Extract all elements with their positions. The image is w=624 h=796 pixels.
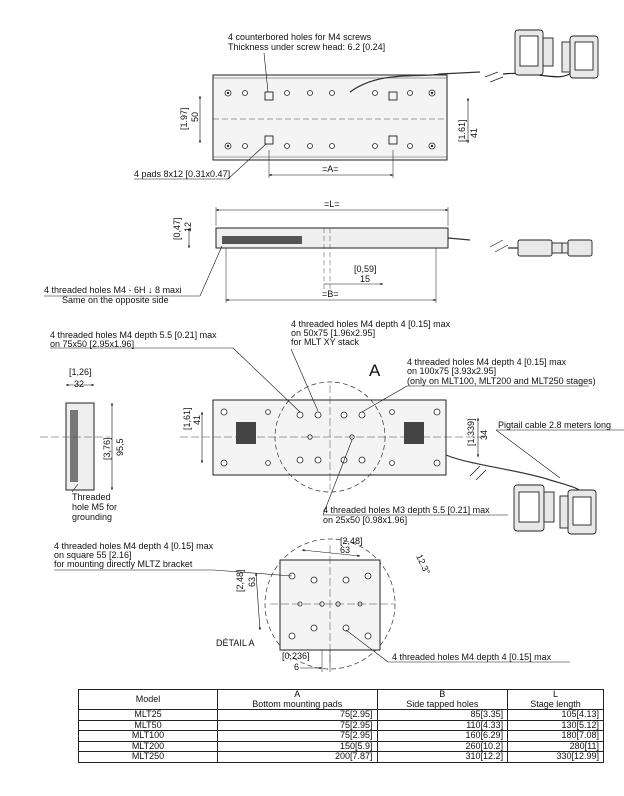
technical-drawing: 4 counterbored holes for M4 screws Thick… [40, 29, 624, 672]
cell-model: MLT100 [78, 730, 218, 742]
end-view: [1,26] 32 [3,76] 95,5 Threaded hole M5 f… [40, 367, 125, 522]
cell-a: 75[2.95] [217, 719, 378, 731]
cell-a: 75[2.95] [217, 730, 378, 742]
dim-15-inch: [0,59] [354, 264, 377, 274]
note-50x75-1: 4 threaded holes M4 depth 4 [0.15] max [291, 319, 451, 329]
dim-a: =A= [322, 164, 339, 174]
side-threaded-note-1: 4 threaded holes M4 - 6H ↓ 8 maxi [44, 285, 182, 295]
pigtail-note: Pigtail cable 2.8 meters long [498, 420, 611, 430]
dim-l: =L= [324, 199, 340, 209]
note-100x75-2: on 100x75 [3.93x2.95] [407, 366, 496, 376]
connector-side [489, 239, 593, 257]
hole-pattern-top [224, 89, 436, 150]
plan-dim-34-inch: [1,339] [466, 418, 476, 446]
ground-note-1: Threaded [72, 492, 111, 502]
detail-dim-63-top: 63 [340, 545, 350, 555]
square-note-2: on square 55 [2.16] [54, 550, 132, 560]
counterbore-note-2: Thickness under screw head: 6.2 [0.24] [228, 42, 385, 52]
note-100x75-1: 4 threaded holes M4 depth 4 [0.15] max [407, 357, 567, 367]
dim-thickness: 12 [183, 222, 193, 232]
detail-dim-6: 6 [294, 662, 299, 672]
detail-title: DÉTAIL A [216, 638, 255, 648]
ground-note-2: hole M5 for [72, 502, 117, 512]
plan-dim-34: 34 [479, 430, 489, 440]
cell-a: 150[5.9] [217, 740, 378, 752]
top-view: 4 counterbored holes for M4 screws Thick… [134, 32, 481, 180]
detail-letter: A [369, 361, 381, 380]
pigtail-cable [445, 454, 586, 496]
cell-l: 280[11] [507, 740, 604, 752]
cell-model: MLT250 [78, 751, 218, 763]
detail-a-circle [274, 381, 386, 493]
table-row: MLT200 150[5.9] 260[10.2] 280[11] [78, 740, 604, 752]
pads-note: 4 pads 8x12 [0.31x0.47] [134, 169, 230, 179]
detail-dim-6-inch: [0,236] [282, 651, 310, 661]
plan-dim-41-inch: [1,61] [182, 407, 192, 430]
ground-note-3: grounding [72, 512, 112, 522]
note-m3-1: 4 threaded holes M3 depth 5.5 [0.21] max [323, 505, 490, 515]
cell-b: 160[6.29] [376, 730, 509, 742]
connector-bottom-right [513, 484, 597, 535]
counterbore-note-1: 4 counterbored holes for M4 screws [228, 32, 372, 42]
cell-b: 260[10.2] [376, 740, 509, 752]
note-m3-2: on 25x50 [0.98x1.96] [323, 515, 407, 525]
plan-dim-41: 41 [192, 415, 202, 425]
dim-pad-spacing-inch: [1.61] [457, 119, 467, 142]
table-row: MLT100 75[2.95] 160[6.29] 180[7.08] [78, 730, 604, 742]
note-75x50-1: 4 threaded holes M4 depth 5.5 [0.21] max [50, 330, 217, 340]
end-dim-95-inch: [3,76] [102, 437, 112, 460]
table-row: MLT250 200[7.87] 310[12.2] 330[12.99] [78, 751, 604, 763]
dim-b: =B= [322, 289, 339, 299]
cell-b: 85[3.35] [376, 709, 509, 721]
side-threaded-note-2: Same on the opposite side [62, 295, 169, 305]
dim-height: 50 [190, 112, 200, 122]
dim-pad-spacing: 41 [469, 128, 479, 138]
dim-15: 15 [360, 274, 370, 284]
cell-l: 130[5.12] [507, 719, 604, 731]
note-100x75-3: (only on MLT100, MLT200 and MLT250 stage… [407, 376, 596, 386]
header-model: Model [78, 689, 218, 710]
cell-model: MLT200 [78, 740, 218, 752]
cell-model: MLT25 [78, 709, 218, 721]
cell-l: 105[4.13] [507, 709, 604, 721]
cell-a: 75[2.95] [217, 709, 378, 721]
dim-height-inch: [1.97] [179, 107, 189, 130]
detail-dim-63-top-inch: [2,48] [340, 536, 363, 546]
note-50x75-3: for MLT XY stack [291, 337, 360, 347]
detail-dim-angle: 12.3° [414, 553, 432, 577]
note-75x50-2: on 75x50 [2.95x1.96] [50, 339, 134, 349]
cell-b: 110[4.33] [376, 719, 509, 731]
detail-dim-63-left: 63 [247, 577, 257, 587]
table-row: MLT25 75[2.95] 85[3.35] 105[4.13] [78, 709, 604, 721]
end-dim-32-inch: [1,26] [69, 367, 92, 377]
cell-l: 180[7.08] [507, 730, 604, 742]
cell-model: MLT50 [78, 719, 218, 731]
cell-a: 200[7.87] [217, 751, 378, 763]
dim-thickness-inch: [0,47] [172, 217, 182, 240]
plan-view: A 4 threaded holes M4 depth 5.5 [0.21] m… [50, 319, 624, 525]
connector-top-right [484, 29, 599, 83]
end-dim-95: 95,5 [115, 438, 125, 456]
counterbored-holes [264, 91, 398, 145]
detail-dim-63-left-inch: [2,48] [235, 569, 245, 592]
square-note-3: for mounting directly MLTZ bracket [54, 559, 193, 569]
side-view: =L= [0,47] 12 [0,59] 15 =B= 4 threaded h… [44, 199, 471, 305]
cell-l: 330[12.99] [507, 751, 604, 763]
square-note-1: 4 threaded holes M4 depth 4 [0.15] max [54, 541, 214, 551]
end-dim-32: 32 [74, 379, 84, 389]
detail-a-view: [2,48] 63 [2,48] 63 12.3° DÉTAIL A [0,23… [54, 536, 570, 672]
note-50x75-2: on 50x75 [1.96x2.95] [291, 328, 375, 338]
cable-top [349, 71, 481, 93]
cell-b: 310[12.2] [376, 751, 509, 763]
detail-bottom-note: 4 threaded holes M4 depth 4 [0.15] max [392, 652, 552, 662]
table-row: MLT50 75[2.95] 110[4.33] 130[5.12] [78, 719, 604, 731]
